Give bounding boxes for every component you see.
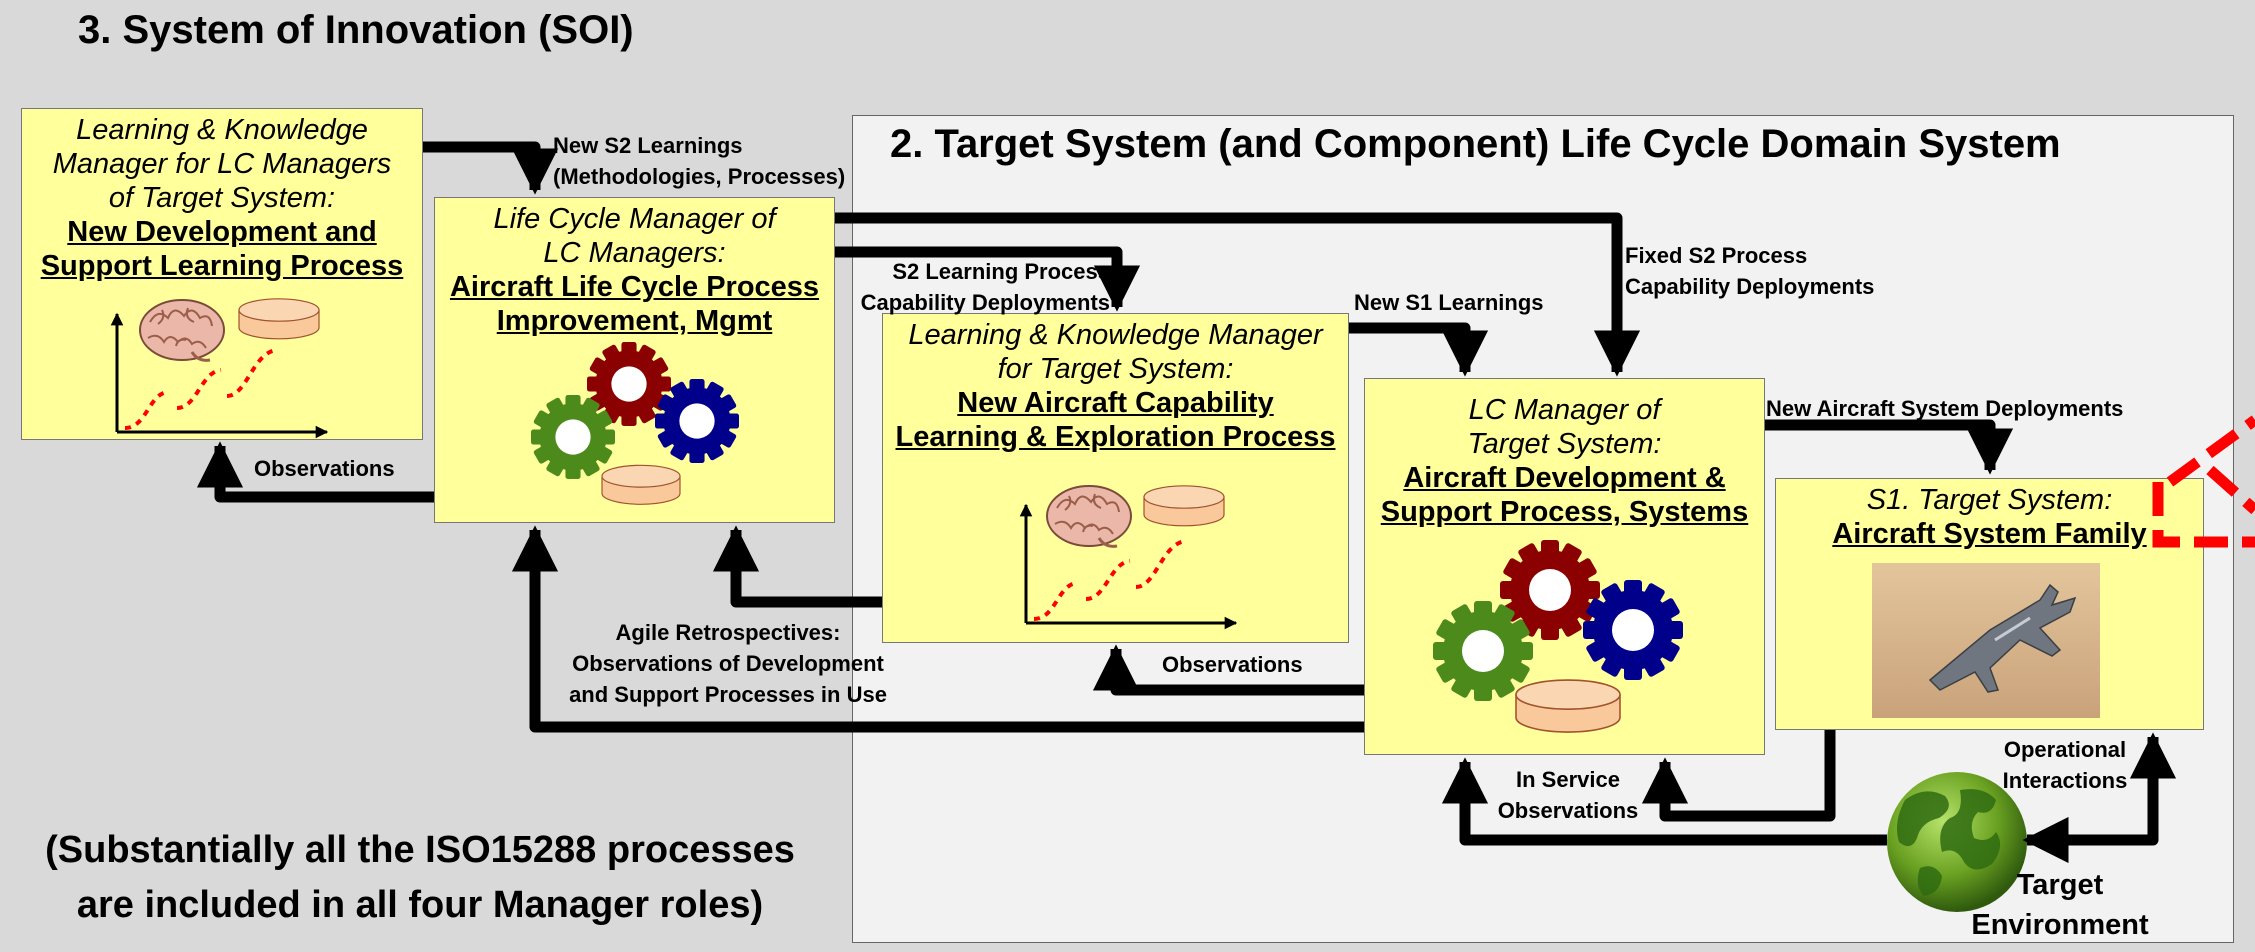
label-observations-mid: Observations xyxy=(1162,652,1303,677)
arrow-observations-lkm xyxy=(712,525,882,608)
label-new-s2-learnings: New S2 Learnings (Methodologies, Process… xyxy=(553,133,846,189)
arrow-agile-retrospectives xyxy=(511,525,1364,733)
box-bold-line: New Aircraft Capability xyxy=(957,387,1274,419)
label-s2-learning-process: S2 Learning Process Capability Deploymen… xyxy=(860,259,1110,315)
box-bold-line: New Development and xyxy=(67,216,377,248)
box-bold-line: Support Process, Systems xyxy=(1380,496,1749,528)
target-system-box: S1. Target System: Aircraft System Famil… xyxy=(1775,478,2204,730)
label-fixed-s2-deployments: Fixed S2 Process Capability Deployments xyxy=(1625,243,1875,299)
lkm-lc-managers-box: Learning & Knowledge Manager for LC Mana… xyxy=(21,108,423,440)
arrow-observations-mid xyxy=(1092,644,1364,696)
aircraft-photo xyxy=(1872,563,2100,718)
label-observations-left: Observations xyxy=(254,456,395,481)
box-italic-line: for Target System: xyxy=(997,353,1234,385)
arrow-fixed-s2-deployments xyxy=(835,212,1641,377)
gear-blue-icon xyxy=(655,379,739,463)
domain-title: 2. Target System (and Component) Life Cy… xyxy=(890,122,2061,166)
lcm-lc-managers-box: Life Cycle Manager of LC Managers: Aircr… xyxy=(434,197,835,523)
arrow-operational-interactions xyxy=(2022,732,2177,864)
arrow-new-aircraft-deployments xyxy=(1765,419,2014,475)
soi-title: 3. System of Innovation (SOI) xyxy=(78,8,634,52)
box-bold-line: Aircraft System Family xyxy=(1832,518,2147,550)
arrow-in-service-observations xyxy=(1641,730,1836,822)
brain-icon xyxy=(1045,484,1133,548)
database-icon xyxy=(1143,485,1225,527)
label-target-environment: Target Environment xyxy=(1971,869,2149,941)
label-agile-retrospectives: Agile Retrospectives: Observations of De… xyxy=(569,620,887,707)
label-new-aircraft-deployments: New Aircraft System Deployments xyxy=(1766,396,2124,421)
arrow-s2-learning-deployments xyxy=(835,246,1141,312)
box-italic-line: LC Manager of xyxy=(1468,394,1661,426)
iso15288-note: (Substantially all the ISO15288 processe… xyxy=(45,829,795,926)
label-in-service-observations: In Service Observations xyxy=(1497,767,1639,823)
arrow-environment-to-lcm xyxy=(1441,757,1887,846)
database-icon xyxy=(601,464,681,505)
label-new-s1-learnings: New S1 Learnings xyxy=(1354,290,1544,315)
box-italic-line: of Target System: xyxy=(108,182,336,214)
arrow-observations-left xyxy=(196,441,434,503)
box-bold-line: Aircraft Life Cycle Process xyxy=(449,271,820,303)
arrow-new-s2-learnings xyxy=(423,141,559,195)
box-italic-line: Manager for LC Managers xyxy=(52,148,392,180)
lkm-target-system-box: Learning & Knowledge Manager for Target … xyxy=(882,313,1349,643)
arrow-new-s1-learnings xyxy=(1349,322,1489,377)
box-bold-line: Improvement, Mgmt xyxy=(496,305,773,337)
database-icon xyxy=(238,298,320,340)
dashed-highlight-marker xyxy=(2152,415,2255,548)
box-italic-line: S1. Target System: xyxy=(1866,484,2113,516)
box-bold-line: Aircraft Development & xyxy=(1403,462,1726,494)
box-bold-line: Support Learning Process xyxy=(40,250,404,282)
box-italic-line: Life Cycle Manager of xyxy=(493,203,776,235)
box-italic-line: Target System: xyxy=(1467,428,1662,460)
globe-icon xyxy=(1887,772,2027,912)
box-italic-line: Learning & Knowledge Manager xyxy=(908,319,1323,351)
box-italic-line: Learning & Knowledge xyxy=(76,114,368,146)
database-icon xyxy=(1515,679,1621,733)
box-italic-line: LC Managers: xyxy=(543,237,726,269)
brain-icon xyxy=(138,298,226,362)
label-operational-interactions: Operational Interactions xyxy=(2002,737,2128,793)
box-bold-line: Learning & Exploration Process xyxy=(895,421,1336,453)
